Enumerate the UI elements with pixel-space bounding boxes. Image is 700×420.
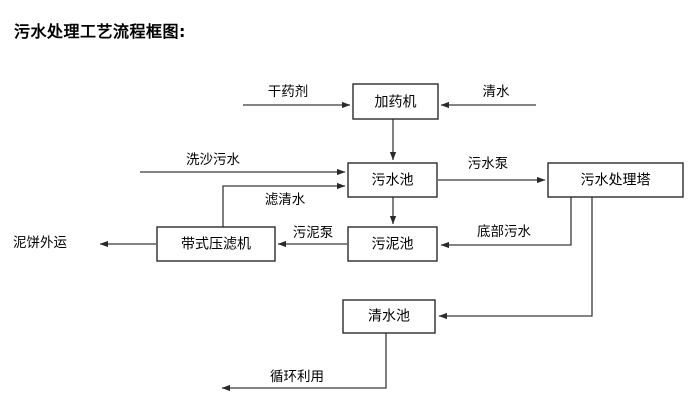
box-label-dosing-machine: 加药机 (375, 95, 417, 111)
box-sewage-pool[interactable]: 污水池 (347, 162, 438, 198)
box-label-sludge-pool: 污泥池 (372, 237, 414, 253)
box-dosing-machine[interactable]: 加药机 (352, 83, 439, 120)
edge-label-sand-wash-sewage: 洗沙污水 (186, 152, 240, 168)
box-belt-filter-press[interactable]: 带式压滤机 (156, 226, 276, 262)
edge-bottom-sewage-to-sludge-pool (440, 197, 572, 249)
box-clear-water-pool[interactable]: 清水池 (342, 299, 436, 334)
edge-label-recycle-reuse: 循环利用 (270, 369, 324, 385)
edge-label-clean-water: 清水 (483, 84, 510, 100)
box-label-clear-water-pool: 清水池 (368, 309, 410, 325)
box-label-belt-filter-press: 带式压滤机 (181, 237, 251, 253)
edge-label-sewage-pump: 污水泵 (468, 156, 509, 172)
box-label-treatment-tower: 污水处理塔 (581, 173, 651, 189)
edge-label-bottom-sewage: 底部污水 (477, 224, 531, 240)
edge-label-mud-cake-out: 泥饼外运 (13, 235, 67, 251)
box-sludge-pool[interactable]: 污泥池 (347, 226, 438, 262)
edge-treatment-tower-to-clear-water-pool (438, 197, 593, 320)
edge-label-filtrate-clear-water: 滤清水 (265, 192, 306, 208)
box-label-sewage-pool: 污水池 (372, 173, 414, 189)
page-title: 污水处理工艺流程框图: (14, 22, 186, 41)
edge-clear-water-pool-to-recycle (221, 333, 387, 392)
edge-label-sludge-pump: 污泥泵 (293, 225, 334, 241)
edge-label-dry-agent: 干药剂 (268, 84, 309, 100)
box-treatment-tower[interactable]: 污水处理塔 (547, 162, 684, 198)
edge-filtrate-to-sewage-pool (222, 182, 346, 227)
